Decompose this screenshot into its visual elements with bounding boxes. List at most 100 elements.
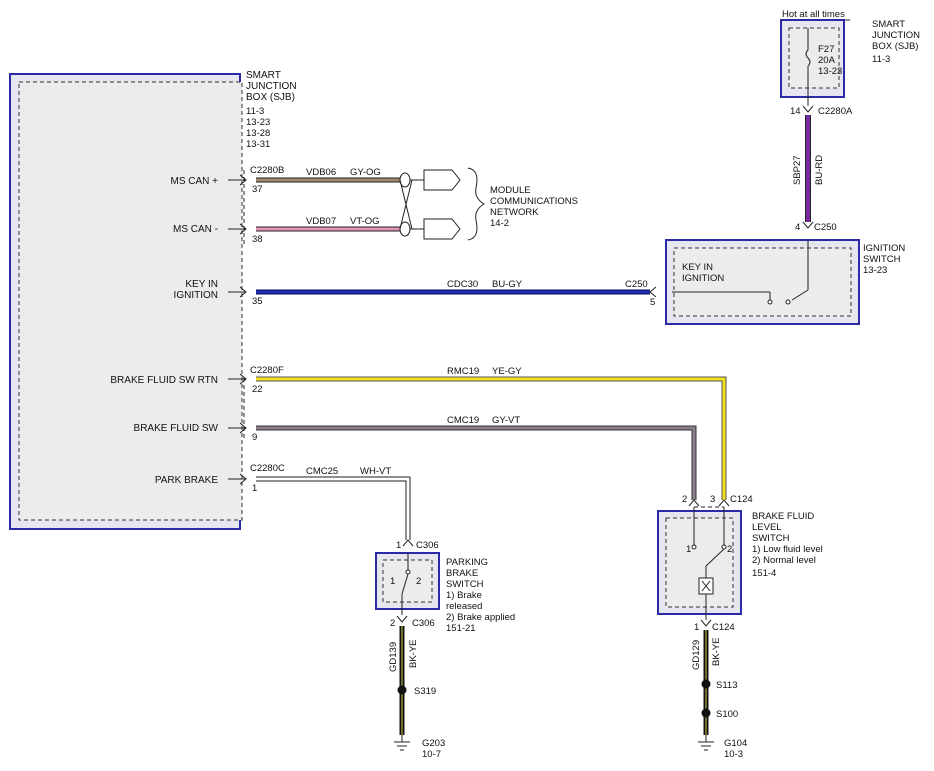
connector-c2280f: C2280F [250, 365, 284, 376]
sjb-left-ref-1: 11-3 [246, 106, 264, 117]
bfs-connector-bottom: C124 [712, 622, 735, 633]
bfs-state-1: 1) Low fluid level [752, 544, 823, 555]
pin-arrow-icon [688, 499, 700, 507]
pin-number-37: 37 [252, 184, 263, 195]
connector-c2280c: C2280C [250, 463, 285, 474]
pin-arrow-icon [802, 221, 814, 229]
ignition-inner-line-2: IGNITION [682, 273, 724, 284]
wire-rmc19-circuit: RMC19 [447, 366, 479, 377]
wire-vdb06-color: GY-OG [350, 167, 381, 178]
pin-arrows [228, 174, 247, 485]
ground-g104: G104 [724, 738, 747, 749]
pin-number-38: 38 [252, 234, 263, 245]
bfs-connector-top: C124 [730, 494, 753, 505]
pin-arrow-icon [802, 105, 814, 113]
pin-arrow-icon [228, 286, 247, 298]
pbs-contact-1: 1 [390, 576, 395, 587]
pbs-title-2: BRAKE [446, 568, 478, 579]
wire-cmc19-stroke [256, 426, 696, 500]
sjb-right-connector: C2280A [818, 106, 853, 117]
sjb-right-title-1: SMART [872, 19, 905, 30]
splice-s319: S319 [414, 686, 436, 697]
ignition-inner [673, 247, 852, 317]
wire-cmc25-color: WH-VT [360, 466, 391, 477]
wire-cmc25-stroke [256, 477, 410, 540]
pin-arrow-icon [228, 223, 247, 235]
wire-cdc30-circuit: CDC30 [447, 279, 478, 290]
pin-label-park-brake: PARK BRAKE [155, 475, 218, 486]
sjb-right-title-2: JUNCTION [872, 30, 920, 41]
ignition-pin-left: 5 [650, 297, 655, 308]
sjb-right-inner [788, 27, 840, 89]
ignition-inner-line-1: KEY IN [682, 262, 713, 273]
wire-gd139-circuit: GD139 [388, 642, 399, 672]
wire-vdb06: VDB06 GY-OG [256, 167, 400, 183]
sjb-left-title-1: SMART [246, 70, 281, 81]
ignition-ref: 13-23 [863, 265, 887, 276]
network-plug-2 [423, 218, 461, 240]
pin-label-brake-fluid-sw-rtn: BRAKE FLUID SW RTN [110, 375, 218, 386]
pin-arrow-icon [228, 473, 247, 485]
bfs-pin-bottom: 1 [694, 622, 699, 633]
pin-label-key-in-1: KEY IN [185, 279, 218, 290]
ignition-title-1: IGNITION [863, 243, 905, 254]
twisted-pair: MODULE COMMUNICATIONS NETWORK 14-2 [399, 167, 578, 241]
network-plug-1 [423, 169, 461, 191]
pin-arrow-icon [402, 539, 414, 547]
sjb-right-title-3: BOX (SJB) [872, 41, 918, 52]
pbs-state-2: released [446, 601, 482, 612]
network-ref: 14-2 [490, 218, 509, 229]
pbs-connector-top: C306 [416, 540, 439, 551]
sjb-right: Hot at all times F27 20A 13-23 SMART JUN… [780, 9, 920, 117]
pin-number-22: 22 [252, 384, 263, 395]
wire-gd139-color: BK-YE [408, 639, 419, 668]
ground-icon [698, 741, 714, 751]
wire-rmc19-color: YE-GY [492, 366, 522, 377]
pin-arrow-icon [396, 615, 408, 623]
wire-sbp27: SBP27 BU-RD [792, 115, 825, 222]
wire-sbp27-circuit: SBP27 [792, 155, 803, 185]
bfs-ref: 151-4 [752, 568, 776, 579]
fuse-ref: 13-23 [818, 66, 842, 77]
fuse-icon [805, 49, 811, 67]
sjb-right-ref: 11-3 [872, 54, 890, 65]
pin-label-ms-can-plus: MS CAN + [170, 176, 218, 187]
ignition-connector-left: C250 [625, 279, 648, 290]
pin-arrow-icon [228, 422, 247, 434]
ignition-connector-top: C250 [814, 222, 837, 233]
wire-cmc19: CMC19 GY-VT [256, 415, 697, 500]
network-line-1: MODULE [490, 185, 531, 196]
ground-g203-ref: 10-7 [422, 749, 441, 760]
wire-cdc30-color: BU-GY [492, 279, 523, 290]
bfs-state-2: 2) Normal level [752, 555, 816, 566]
parking-brake-switch: 1 C306 1 2 PARKING BRAKE SWITCH 1) Brake… [375, 539, 515, 760]
pbs-state-3: 2) Brake applied [446, 612, 515, 623]
pbs-title-1: PARKING [446, 557, 488, 568]
wire-gd129-color: BK-YE [711, 637, 722, 666]
wire-rmc19-stroke [256, 377, 726, 500]
switch-contact-icon [705, 548, 725, 567]
wire-cmc25: CMC25 WH-VT [256, 466, 411, 540]
wire-rmc19: RMC19 YE-GY [256, 366, 727, 500]
splice-s113: S113 [716, 680, 737, 691]
switch-contact-icon [401, 573, 409, 595]
pin-label-brake-fluid-sw: BRAKE FLUID SW [134, 423, 219, 434]
connector-c2280b: C2280B [250, 165, 284, 176]
wire-gd129-circuit: GD129 [691, 640, 702, 670]
pin-label-ms-can-minus: MS CAN - [173, 224, 218, 235]
bfs-pin-a: 2 [682, 494, 687, 505]
fuse-name: F27 [818, 44, 834, 55]
pin-label-key-in-2: IGNITION [174, 290, 218, 301]
pin-arrow-icon [700, 619, 712, 627]
pin-number-1: 1 [252, 483, 257, 494]
pin-number-35: 35 [252, 296, 263, 307]
wire-vdb07-circuit: VDB07 [306, 216, 336, 227]
bfs-title-2: LEVEL [752, 522, 782, 533]
sjb-left-ref-3: 13-28 [246, 128, 270, 139]
splice-s113-icon [701, 679, 711, 689]
wire-cmc19-circuit: CMC19 [447, 415, 479, 426]
pin-arrow-icon [649, 286, 657, 298]
sjb-left-title-3: BOX (SJB) [246, 92, 295, 103]
switch-contact-icon [791, 289, 809, 301]
